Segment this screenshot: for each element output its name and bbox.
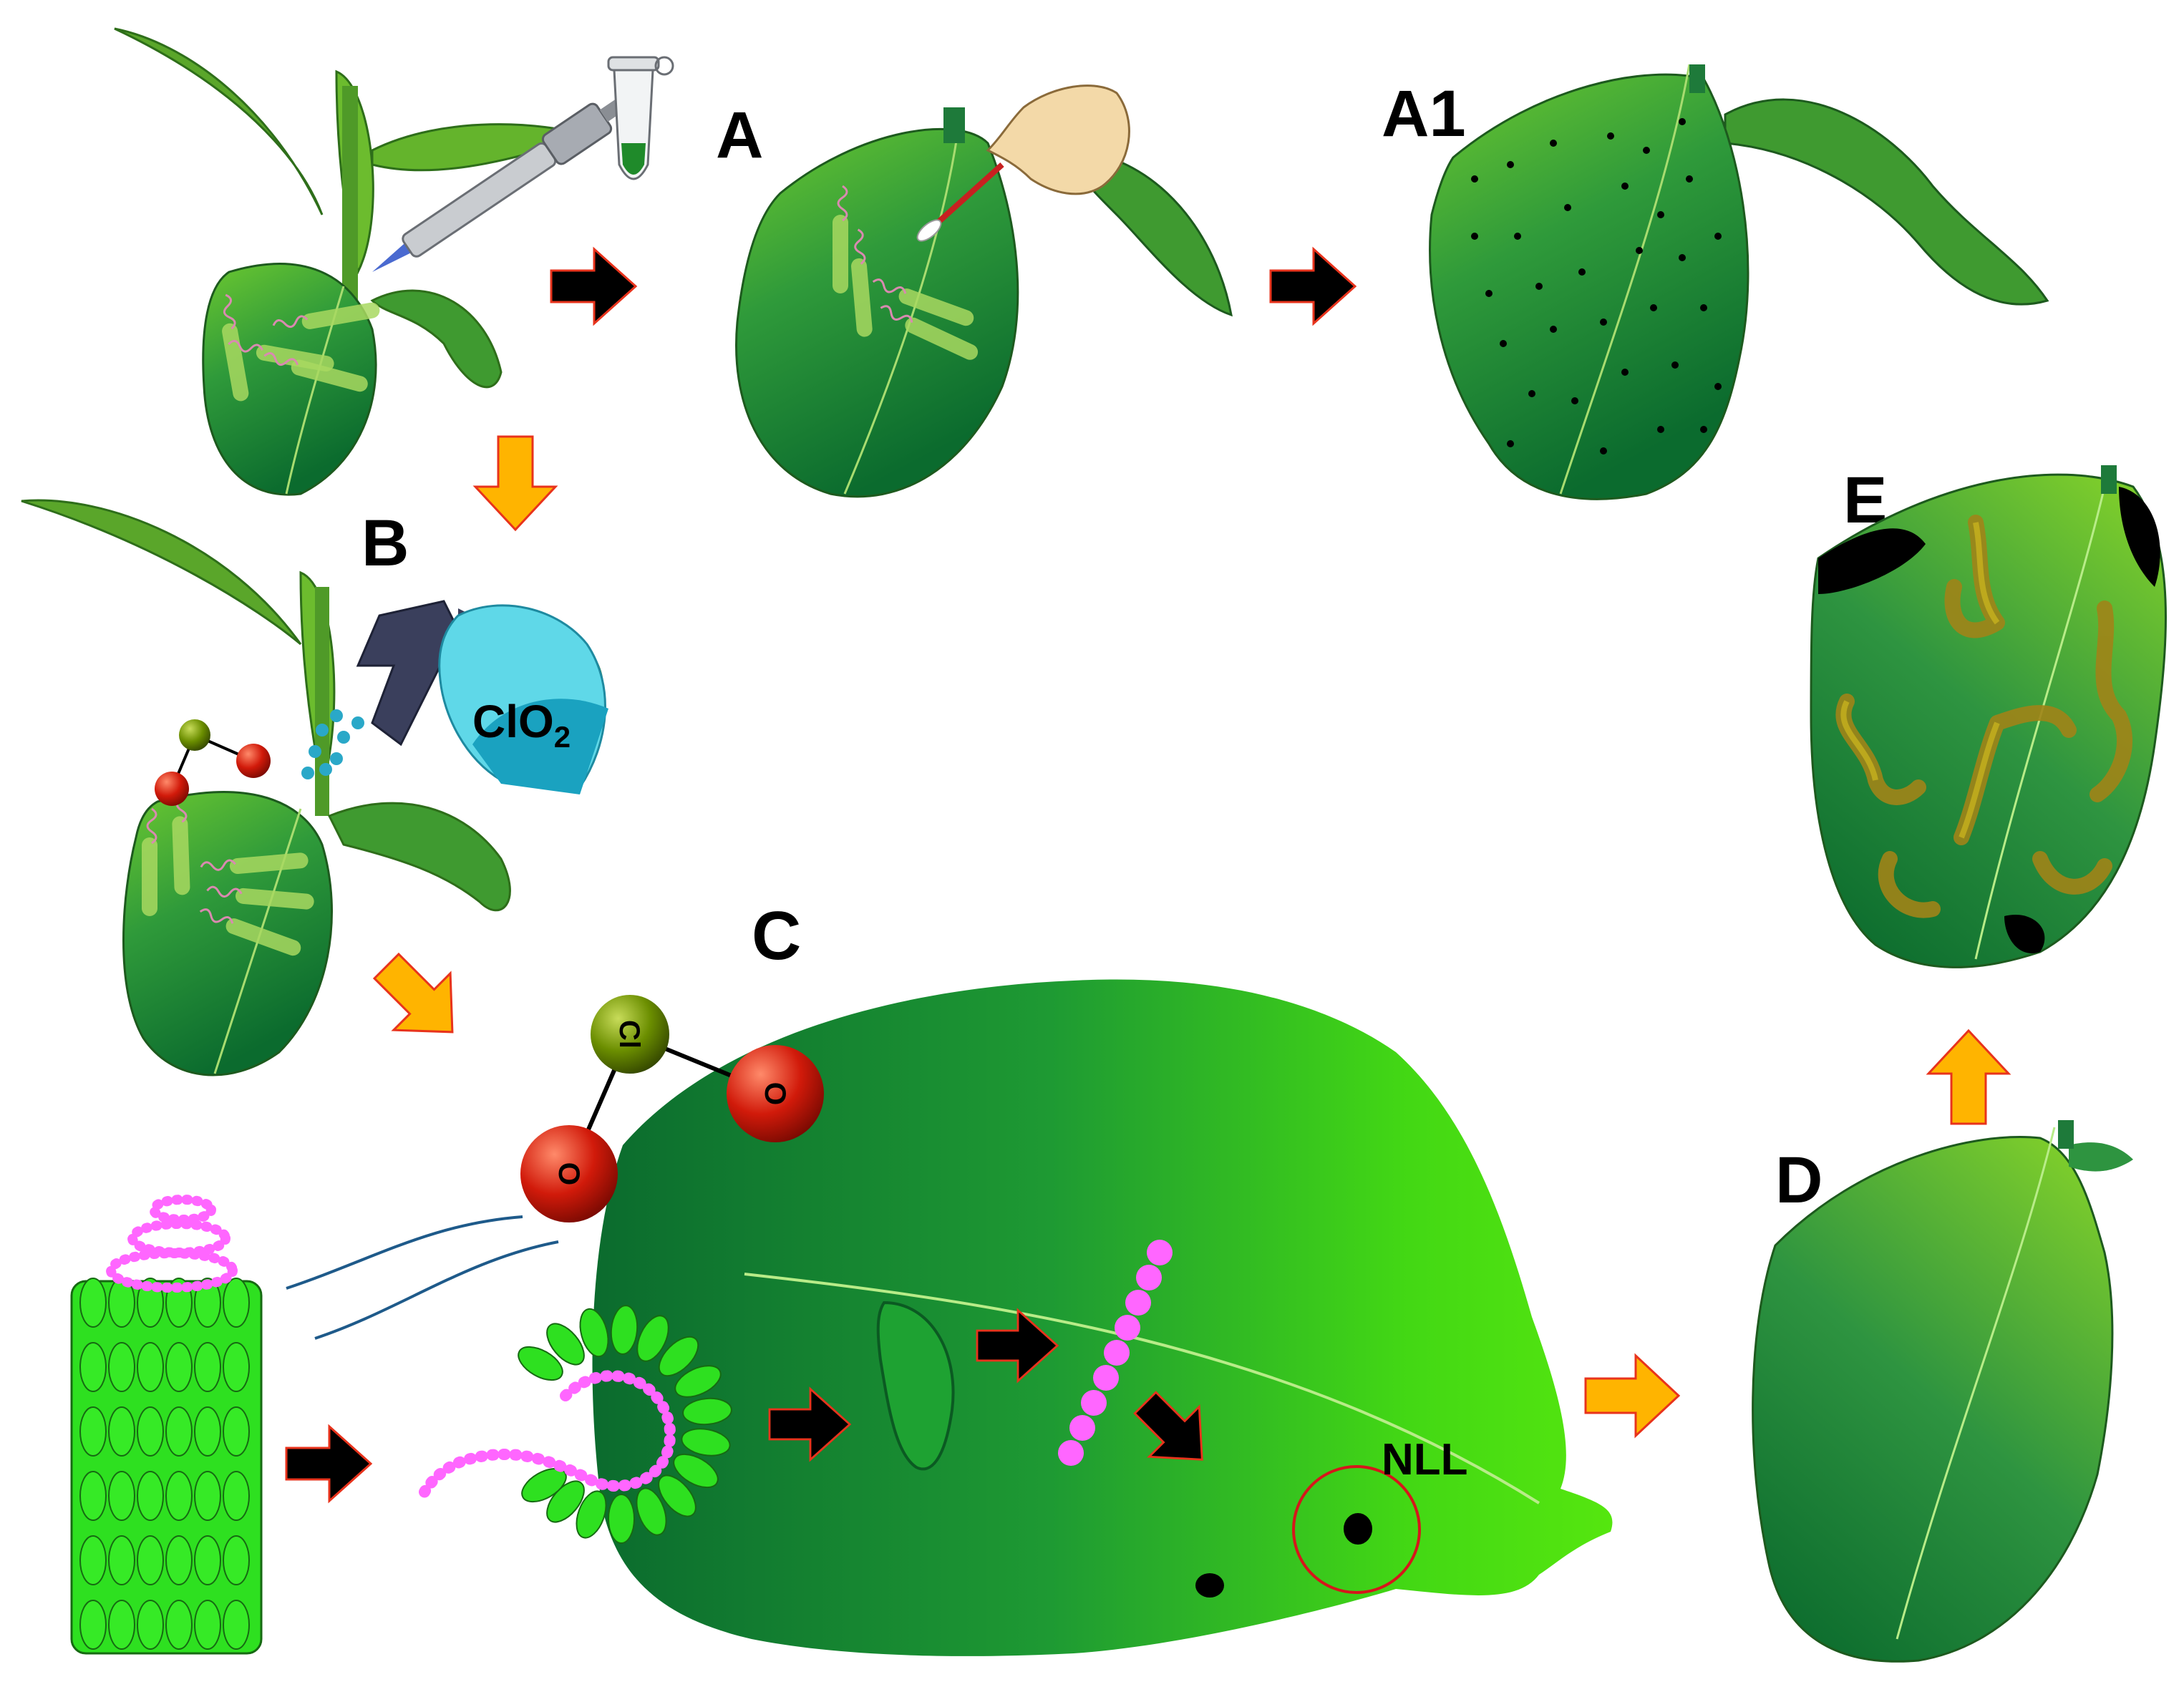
panel-label-c: C [752,898,801,974]
arrow-to-a1 [1269,248,1356,325]
clo2-flow-line-1 [286,1215,523,1290]
panel-label-a: A [716,99,763,172]
plant-inoculation [114,27,591,496]
necrotic-lesion-circled [1344,1513,1372,1545]
rna-replication-strand [1058,1240,1173,1466]
arrow-to-disassembly [285,1425,372,1502]
leaf-c-large [592,979,1613,1656]
oxygen-symbol-2: O [759,1082,792,1106]
leaf-d-healthy [1752,1120,2133,1663]
virus-particle-icon [70,1195,263,1655]
cell-vesicle [876,1301,955,1471]
svg-text:ClO2: ClO2 [472,696,571,754]
panel-label-d: D [1775,1144,1823,1217]
necrotic-lesion [1195,1573,1224,1598]
local-lesion-dots [1471,118,1722,454]
plant-clo2-treated [21,499,604,1076]
leaf-a1-local-lesions [1429,64,2049,500]
clo2-molecule-icon-small [155,719,271,806]
clo2-subscript: 2 [554,720,571,754]
arrow-to-b [474,435,557,531]
pipette-icon [372,84,645,272]
panel-label-b: B [361,507,409,580]
arrow-to-e [1927,1029,2010,1125]
microtube-icon [607,56,674,180]
panel-label-a1: A1 [1382,77,1466,150]
clo2-flow-line-2 [314,1240,559,1340]
clo2-molecule-icon-large: Cl O O [520,995,824,1222]
leaf-e-systemic-symptoms [1810,465,2167,968]
oxygen-symbol-1: O [553,1162,586,1186]
disassembling-virus [417,1305,732,1544]
clo2-bottle: ClO2 [438,604,608,794]
nll-label: NLL [1382,1435,1468,1484]
arrow-to-c [356,936,482,1062]
clo2-label: ClO [472,696,554,747]
glove-hand-icon [916,84,1130,242]
leaf-a-rubbed [735,107,1233,498]
arrow-to-d [1584,1354,1680,1437]
arrow-to-a [550,248,637,325]
nll-highlight-circle [1292,1465,1421,1594]
chlorine-symbol: Cl [613,1020,645,1049]
